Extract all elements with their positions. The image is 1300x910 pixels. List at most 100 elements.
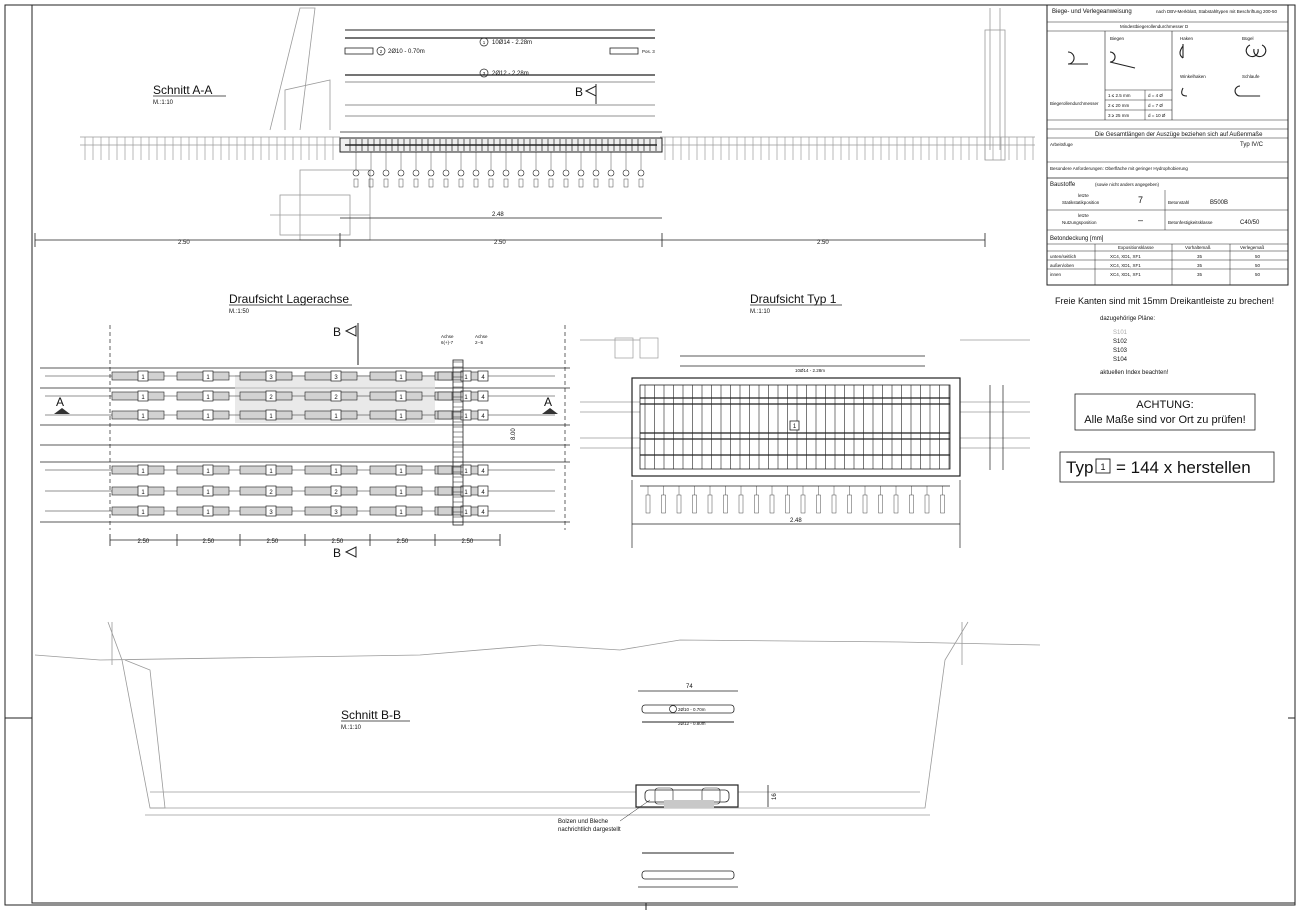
bearing-type-label: 1: [464, 395, 468, 401]
bearing-type-label: 4: [481, 414, 485, 420]
tb-diag-schlaufe: Schlaufe: [1242, 74, 1260, 79]
plan-height-dim: 8.00: [511, 428, 517, 440]
dim-a-1: 2.50: [178, 240, 190, 246]
bearing-type-label: 1: [334, 414, 338, 420]
tb-diag-winkelhaken: Winkelhaken: [1180, 74, 1206, 79]
bearing-type-box: [477, 485, 489, 497]
bearing-type-box: [460, 464, 472, 476]
tb-static-1: letzte: [1078, 193, 1089, 198]
bearing-type-label: 2: [334, 490, 338, 496]
warning-box: [1074, 393, 1256, 431]
bearing-type-label: 1: [464, 490, 468, 496]
bearing-type-box: [395, 485, 407, 497]
bb-rebar-2: 2Ø12 - 0.80m: [678, 721, 706, 726]
section-a-marker: B: [575, 85, 583, 99]
plan-side-right: A: [544, 395, 552, 409]
bearing-type-label: 1: [206, 375, 210, 381]
tb-note-3: Besondere Anforderungen: Oberfläche mit …: [1050, 166, 1188, 171]
bearing-type-label: 2: [334, 395, 338, 401]
bearing-type-box: [330, 409, 342, 421]
bearing-type-label: 1: [464, 510, 468, 516]
bearing-type-label: 1: [141, 510, 145, 516]
tb-title: Biege- und Verlegeanweisung: [1052, 9, 1132, 15]
bearing-type-label: 1: [269, 414, 273, 420]
rebar-label-a-3: 2Ø12 - 2.28m: [492, 71, 529, 77]
bearing-type-box: [477, 464, 489, 476]
note-free-edges: Freie Kanten sind mit 15mm Dreikantleist…: [1055, 296, 1274, 306]
bb-height: 16: [772, 793, 778, 800]
tb-note-2-text: Typ IV/C: [1240, 142, 1264, 148]
bearing-type-label: 1: [399, 490, 403, 496]
axis-a-label: Achse: [441, 334, 454, 339]
tb-row-cell: XC4, XD1, XF1: [1110, 263, 1141, 268]
section-a-scale: M.:1:10: [153, 100, 174, 106]
svg-text:2: 2: [380, 49, 383, 54]
svg-text:1: 1: [793, 424, 797, 430]
bearing-type-box: [202, 409, 214, 421]
bearing-type-box: [137, 409, 149, 421]
tb-row-1a: 1 ≤ 2.5 mm: [1108, 93, 1131, 98]
tb-nutz-1: letzte: [1078, 213, 1089, 218]
tb-diag-haken: Haken: [1180, 36, 1194, 41]
bearing-type-box: [460, 370, 472, 382]
bearing-type-box: [265, 409, 277, 421]
tb-row-cell: 35: [1197, 254, 1203, 259]
section-a-title: Schnitt A-A: [153, 83, 212, 97]
bearing-type-box: [477, 409, 489, 421]
note-plan-3: S103: [1113, 348, 1128, 354]
bb-rebar-1: 2Ø10 - 0.70m: [678, 707, 706, 712]
bearing-type-label: 1: [141, 469, 145, 475]
tb-note-2-label: Arbeitsfuge: [1050, 142, 1073, 147]
bearing-type-label: 3: [334, 375, 338, 381]
tb-baustoffe: Baustoffe: [1050, 182, 1076, 188]
bearing-type-label: 4: [481, 490, 485, 496]
bb-top-dim: 74: [686, 684, 693, 690]
note-plan-4: S104: [1113, 357, 1128, 363]
plan-side-left: A: [56, 395, 64, 409]
svg-text:1: 1: [483, 40, 486, 45]
plan-view-bearing-axis: Draufsicht Lagerachse M.:1:50 B B A A Ac…: [40, 292, 570, 560]
bearing-type-label: 1: [206, 510, 210, 516]
bearing-type-box: [202, 464, 214, 476]
bearing-type-label: 1: [206, 395, 210, 401]
bearing-type-label: 3: [269, 510, 273, 516]
bearing-type-box: [265, 464, 277, 476]
bearing-type-label: 1: [464, 469, 468, 475]
bearing-type-box: [137, 370, 149, 382]
plan-dim-label: 2.50: [462, 539, 474, 545]
bearing-type-label: 1: [206, 414, 210, 420]
tb-subtitle: Mindestbiegerollendurchmesser D: [1120, 24, 1189, 29]
plan-dim-label: 2.50: [267, 539, 279, 545]
bearing-type-box: [330, 390, 342, 402]
tb-row-cell: 50: [1255, 263, 1261, 268]
plan-dim-label: 2.50: [203, 539, 215, 545]
tb-row-cell: innen: [1050, 272, 1062, 277]
plan-dim-label: 2.50: [332, 539, 344, 545]
bearing-type-box: [137, 485, 149, 497]
note-plan-2: S102: [1113, 339, 1128, 345]
axis-a-sub: 6(+)-7: [441, 340, 454, 345]
tb-title-sub: nach DBV-Merkblatt, Stabstahltypen mit B…: [1156, 9, 1278, 14]
bearing-type-box: [137, 390, 149, 402]
tb-col-h1: Expositionsklasse: [1118, 245, 1154, 250]
tb-row-cell: XC4, XD1, XF1: [1110, 272, 1141, 277]
tb-row-3a: 3 ≥ 25 mm: [1108, 113, 1129, 118]
dim-a-2: 2.50: [494, 240, 506, 246]
tb-row-1b: d = 4 Ø: [1148, 93, 1163, 98]
tb-row-2b: d = 7 Ø: [1148, 103, 1163, 108]
bearing-type-label: 1: [269, 469, 273, 475]
bearing-type-label: 1: [206, 490, 210, 496]
tb-row-2a: 2 ≤ 20 mm: [1108, 103, 1129, 108]
note-plans-hint: aktuellen Index beachten!: [1100, 370, 1169, 376]
title-block: Biege- und Verlegeanweisung nach DBV-Mer…: [1046, 4, 1289, 286]
bearing-type-box: [460, 390, 472, 402]
typ1-title: Draufsicht Typ 1: [750, 292, 837, 306]
bearing-type-label: 1: [399, 469, 403, 475]
bearing-type-label: 2: [269, 490, 273, 496]
bearing-type-box: [395, 370, 407, 382]
tb-betondeckung: Betondeckung [mm]: [1050, 236, 1104, 242]
warning-text: Alle Maße sind vor Ort zu prüfen!: [1084, 414, 1245, 426]
bearing-type-label: 1: [464, 414, 468, 420]
bearing-type-box: [202, 485, 214, 497]
